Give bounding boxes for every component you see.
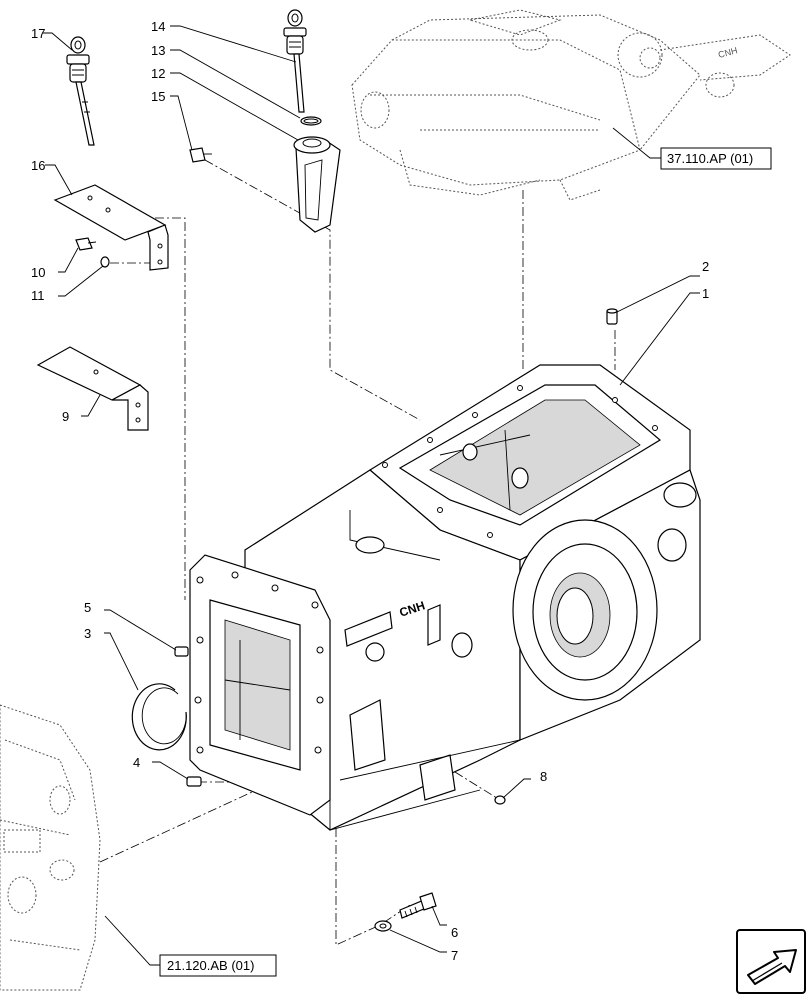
plug-8 bbox=[494, 795, 506, 805]
callout-6: 6 bbox=[451, 925, 458, 940]
transmission-housing: CNH bbox=[189, 364, 701, 831]
callout-17: 17 bbox=[31, 26, 45, 41]
pin-5 bbox=[174, 646, 189, 657]
reference-lower[interactable]: 21.120.AB (01) bbox=[159, 954, 277, 977]
callout-16: 16 bbox=[31, 158, 45, 173]
ghost-hitch-assembly: CNH bbox=[351, 9, 791, 201]
centerlines bbox=[99, 159, 616, 946]
callout-8: 8 bbox=[540, 769, 547, 784]
callout-14: 14 bbox=[151, 19, 165, 34]
snap-ring bbox=[131, 683, 187, 751]
o-ring-13 bbox=[300, 116, 322, 126]
navigation-arrow-icon[interactable] bbox=[736, 929, 806, 994]
callout-12: 12 bbox=[151, 66, 165, 81]
hitch-logo: CNH bbox=[717, 45, 738, 60]
leader-lines bbox=[43, 25, 700, 966]
callout-4: 4 bbox=[133, 755, 140, 770]
bolt-15 bbox=[189, 147, 212, 163]
screw-6 bbox=[399, 892, 437, 919]
callout-7: 7 bbox=[451, 948, 458, 963]
callout-5: 5 bbox=[84, 600, 91, 615]
washer-11 bbox=[100, 256, 110, 268]
callout-labels: 1 2 3 4 5 6 7 8 9 10 11 12 13 14 15 16 1… bbox=[31, 19, 709, 963]
reference-upper[interactable]: 37.110.AP (01) bbox=[660, 147, 772, 170]
reference-upper-label: 37.110.AP (01) bbox=[667, 151, 753, 166]
bracket-9 bbox=[36, 346, 149, 431]
callout-3: 3 bbox=[84, 626, 91, 641]
bracket-16 bbox=[53, 184, 169, 271]
ghost-front-transmission bbox=[0, 704, 101, 991]
dipstick-14 bbox=[283, 9, 307, 113]
reference-lower-label: 21.120.AB (01) bbox=[167, 958, 254, 973]
bolt-10 bbox=[75, 237, 97, 251]
callout-15: 15 bbox=[151, 89, 165, 104]
pin-4 bbox=[186, 776, 202, 787]
callout-1: 1 bbox=[702, 286, 709, 301]
callout-13: 13 bbox=[151, 43, 165, 58]
dowel-pin bbox=[606, 308, 618, 325]
filler-neck-12 bbox=[293, 136, 341, 233]
callout-11: 11 bbox=[31, 288, 45, 303]
callout-9: 9 bbox=[62, 409, 69, 424]
callout-10: 10 bbox=[31, 265, 45, 280]
washer-7 bbox=[374, 920, 392, 932]
dipstick-17 bbox=[66, 36, 95, 146]
callout-2: 2 bbox=[702, 259, 709, 274]
